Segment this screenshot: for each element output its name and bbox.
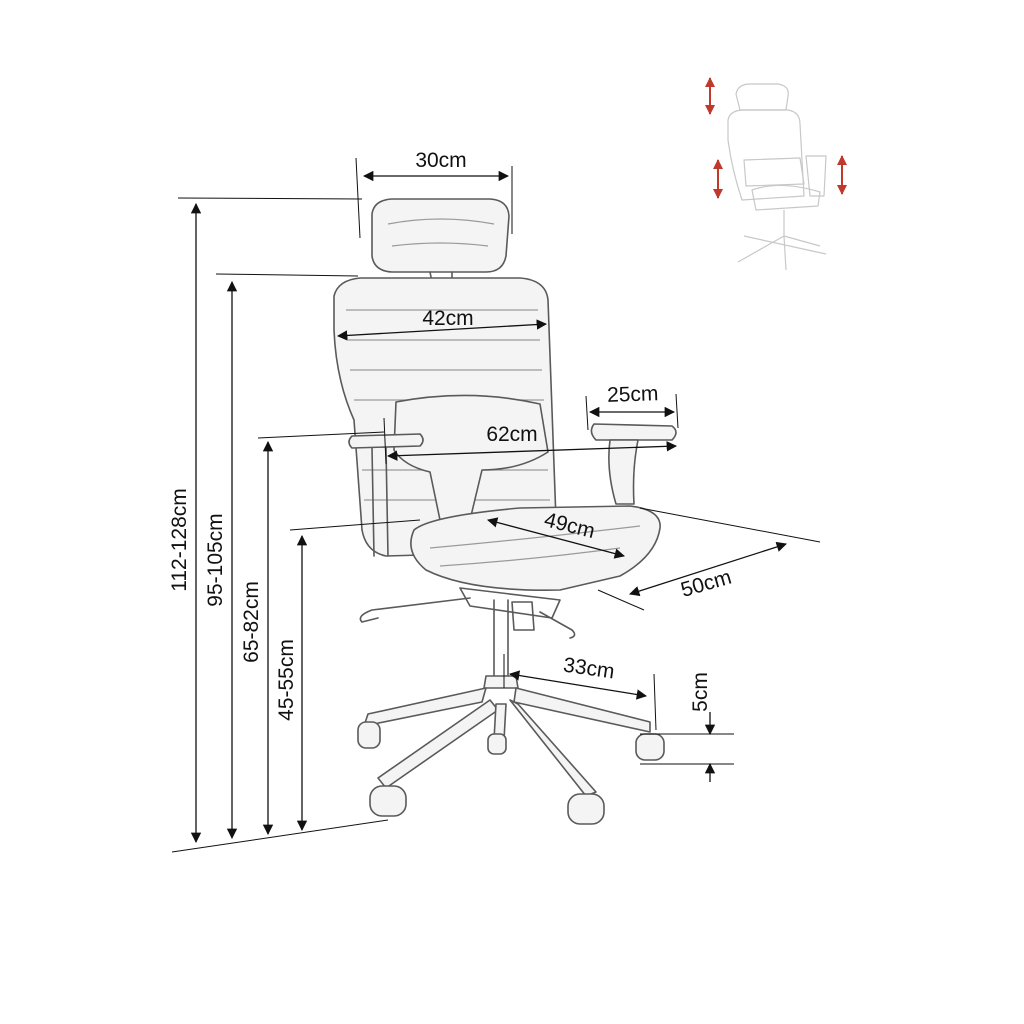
seat-height-label: 45-55cm bbox=[275, 639, 298, 721]
dimension-lines bbox=[190, 170, 787, 844]
right-armrest-shape bbox=[590, 423, 677, 441]
gas-cylinder-shape bbox=[493, 599, 509, 677]
armrest-height-label: 65-82cm bbox=[240, 581, 263, 663]
extension-lines bbox=[171, 157, 821, 853]
dimension-labels: 30cm 42cm 25cm 62cm 49cm 50cm 33cm 5cm 1… bbox=[168, 149, 734, 721]
backrest-width-label: 42cm bbox=[422, 307, 473, 330]
double-headed-arrow-icon bbox=[705, 77, 847, 199]
backrest-top-height-label: 95-105cm bbox=[204, 513, 227, 606]
seat-width-label: 50cm bbox=[678, 566, 734, 602]
seat-shape bbox=[410, 505, 661, 591]
left-armrest-shape bbox=[348, 433, 424, 449]
base-radius-label: 33cm bbox=[562, 654, 616, 684]
star-base-shape bbox=[363, 687, 651, 797]
wheel-height-label: 5cm bbox=[689, 672, 712, 712]
headrest-width-label: 30cm bbox=[415, 149, 466, 172]
caster-wheels bbox=[357, 721, 665, 825]
armrest-span-label: 62cm bbox=[486, 423, 537, 446]
chair-thumbnail-icon bbox=[705, 77, 847, 271]
armrest-length-label: 25cm bbox=[607, 382, 659, 407]
total-height-label: 112-128cm bbox=[168, 488, 191, 592]
chair-illustration bbox=[333, 198, 677, 825]
headrest-shape bbox=[371, 198, 510, 273]
